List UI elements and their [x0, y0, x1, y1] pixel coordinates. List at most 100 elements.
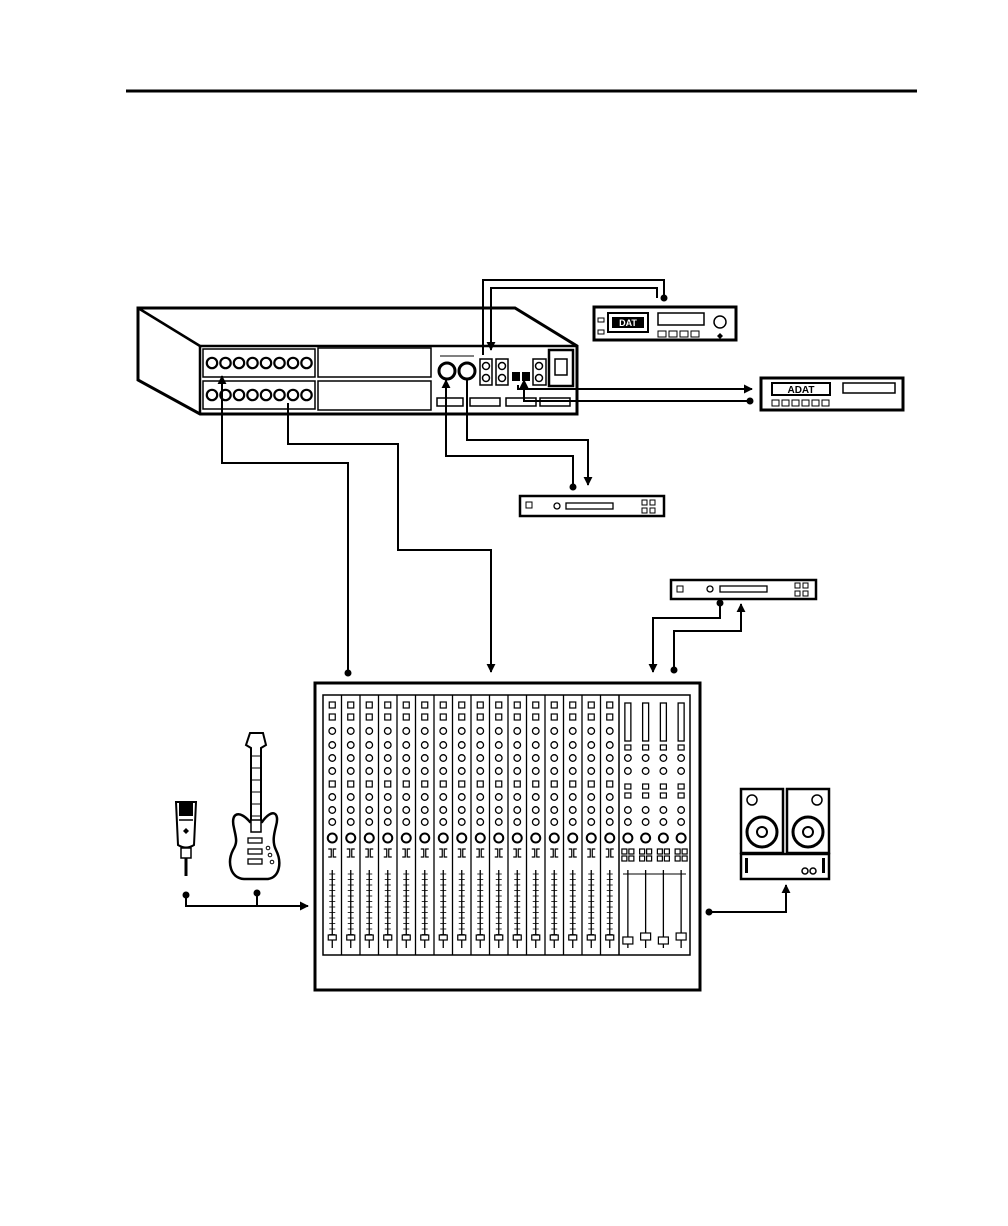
channel-knob — [384, 819, 391, 826]
output-jack — [288, 390, 298, 400]
channel-knob — [458, 728, 465, 735]
channel-knob — [642, 807, 649, 814]
channel-knob — [477, 728, 484, 735]
channel-knob — [366, 728, 373, 735]
channel-knob — [347, 742, 354, 749]
fader-cap — [569, 935, 577, 940]
fader-cap — [365, 935, 373, 940]
channel-button — [570, 714, 576, 720]
sub-knob — [677, 834, 686, 843]
channel-knob — [347, 728, 354, 735]
channel-button — [675, 856, 680, 861]
channel-button — [385, 714, 391, 720]
output-jack — [207, 390, 217, 400]
meter — [678, 703, 684, 741]
channel-knob — [366, 768, 373, 775]
channel-knob — [421, 742, 428, 749]
channel-knob — [514, 768, 521, 775]
channel-knob — [477, 807, 484, 814]
channel-knob — [606, 794, 613, 801]
input-jack — [234, 358, 244, 368]
channel-button — [533, 702, 539, 708]
channel-button — [570, 781, 576, 787]
fader-cap — [606, 935, 614, 940]
channel-button — [459, 781, 465, 787]
fader-cap — [513, 935, 521, 940]
channel-button — [629, 849, 634, 854]
channel-knob — [403, 755, 410, 762]
effects-unit-2 — [671, 580, 816, 599]
channel-button — [643, 784, 649, 789]
channel-button — [640, 856, 645, 861]
channel-knob — [588, 755, 595, 762]
mixing-console — [315, 683, 700, 990]
input-jack — [247, 358, 257, 368]
channel-knob — [569, 819, 576, 826]
channel-knob — [551, 728, 558, 735]
channel-knob — [329, 755, 336, 762]
channel-button — [678, 745, 684, 750]
channel-button — [640, 849, 645, 854]
channel-button — [385, 702, 391, 708]
channel-button — [625, 784, 631, 789]
channel-knob — [495, 728, 502, 735]
channel-knob — [458, 768, 465, 775]
channel-button — [403, 781, 409, 787]
cable-sources-to-mixer — [186, 895, 308, 906]
channel-button — [682, 856, 687, 861]
pan-knob — [587, 834, 596, 843]
channel-knob — [403, 728, 410, 735]
channel-button — [678, 784, 684, 789]
input-jack — [274, 358, 284, 368]
channel-knob — [588, 807, 595, 814]
channel-button — [551, 781, 557, 787]
pan-knob — [328, 834, 337, 843]
pan-knob — [531, 834, 540, 843]
channel-button — [657, 849, 662, 854]
channel-button — [514, 714, 520, 720]
channel-button — [675, 849, 680, 854]
channel-knob — [588, 819, 595, 826]
channel-knob — [551, 794, 558, 801]
channel-knob — [366, 755, 373, 762]
channel-knob — [440, 728, 447, 735]
channel-knob — [440, 807, 447, 814]
pan-knob — [494, 834, 503, 843]
channel-button — [588, 714, 594, 720]
fader-cap — [328, 935, 336, 940]
channel-button — [647, 849, 652, 854]
meter — [643, 703, 649, 741]
channel-button — [329, 781, 335, 787]
channel-knob — [606, 755, 613, 762]
channel-button — [660, 745, 666, 750]
output-jack — [234, 390, 244, 400]
channel-knob — [366, 794, 373, 801]
channel-knob — [532, 819, 539, 826]
channel-button — [625, 745, 631, 750]
sub-knob — [659, 834, 668, 843]
channel-knob — [678, 755, 685, 762]
channel-knob — [551, 807, 558, 814]
channel-knob — [347, 755, 354, 762]
adat-label: ADAT — [787, 385, 814, 396]
channel-knob — [495, 755, 502, 762]
channel-knob — [551, 755, 558, 762]
channel-button — [348, 714, 354, 720]
pan-knob — [568, 834, 577, 843]
sub-knob — [623, 834, 632, 843]
channel-knob — [495, 742, 502, 749]
pan-knob — [365, 834, 374, 843]
fader-cap — [623, 937, 633, 944]
channel-knob — [384, 742, 391, 749]
channel-button — [607, 714, 613, 720]
channel-knob — [329, 768, 336, 775]
channel-button — [678, 793, 684, 798]
channel-button — [607, 702, 613, 708]
channel-button — [477, 781, 483, 787]
channel-knob — [678, 819, 685, 826]
channel-button — [682, 849, 687, 854]
microphone-icon — [176, 802, 196, 876]
pan-knob — [476, 834, 485, 843]
channel-knob — [421, 807, 428, 814]
channel-knob — [569, 794, 576, 801]
